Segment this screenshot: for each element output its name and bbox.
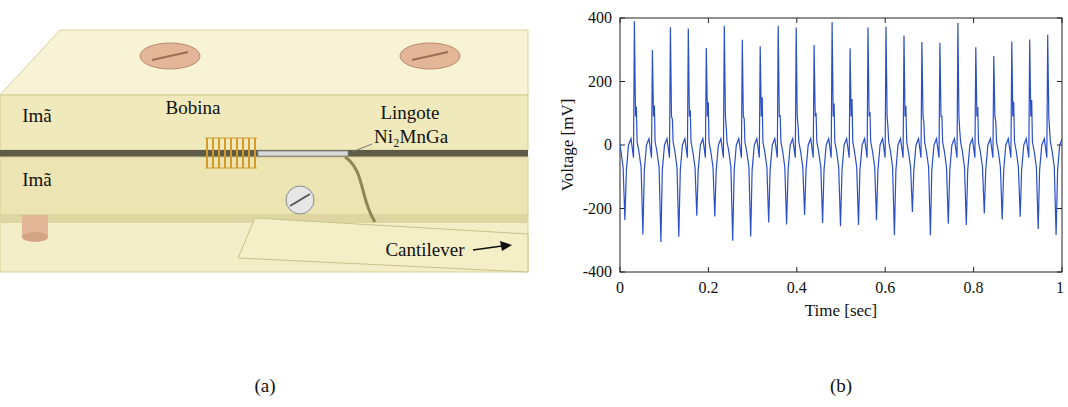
tick-label: 0.4 (787, 279, 807, 297)
part-label: Imã (22, 170, 52, 191)
air-gap (0, 150, 528, 157)
part-label: Ni₂MnGa (374, 127, 448, 148)
part-label: Imã (22, 106, 52, 127)
base-plate (0, 215, 528, 272)
tick-mark (885, 267, 886, 272)
tick-mark (1062, 267, 1063, 272)
screw-head (400, 43, 460, 69)
tick-label: 400 (588, 9, 612, 27)
tick-mark (620, 81, 625, 82)
tick-mark (620, 272, 625, 273)
tick-mark (796, 18, 797, 23)
tick-mark (708, 267, 709, 272)
tick-mark (1057, 208, 1062, 209)
tick-mark (1057, 81, 1062, 82)
screw-slot (152, 52, 188, 60)
coil (205, 138, 257, 168)
tick-label: -400 (583, 263, 612, 281)
tick-label: 200 (588, 73, 612, 91)
part-label: Cantilever (385, 240, 464, 261)
tick-mark (973, 267, 974, 272)
tick-label: -200 (583, 200, 612, 218)
tick-mark (1057, 272, 1062, 273)
tick-label: 0.6 (875, 279, 895, 297)
tick-mark (708, 18, 709, 23)
cantilever-beam (238, 218, 528, 272)
tick-mark (620, 145, 625, 146)
peg (22, 232, 48, 242)
tick-label: 0.2 (698, 279, 718, 297)
screw-slot (290, 194, 310, 206)
magnet-top-front (0, 95, 528, 150)
tick-label: 1 (1056, 279, 1064, 297)
tick-mark (1062, 18, 1063, 23)
arrow-line (473, 246, 502, 250)
tick-mark (796, 267, 797, 272)
axis-title: Time [sec] (805, 302, 878, 321)
tick-label: 0 (616, 279, 624, 297)
screw-slot (412, 52, 448, 60)
subfigure-label: (a) (254, 376, 275, 397)
bracket (345, 157, 375, 222)
tick-mark (885, 18, 886, 23)
axis-title: Voltage [mV] (559, 99, 578, 192)
voltage-trace (620, 21, 1062, 242)
tick-mark (1057, 18, 1062, 19)
screw-head (140, 43, 200, 69)
tick-label: 0.8 (964, 279, 984, 297)
leader-line (352, 144, 372, 152)
clamp-screw (286, 186, 314, 214)
part-label: Bobina (166, 98, 221, 119)
part-label: Lingote (380, 103, 439, 124)
magnet-top-face (0, 30, 528, 95)
ingot (258, 151, 348, 156)
tick-label: 0 (604, 136, 612, 154)
subfigure-label: (b) (830, 376, 852, 397)
tick-mark (973, 18, 974, 23)
tick-mark (620, 18, 625, 19)
tick-mark (620, 267, 621, 272)
arrow-head (500, 241, 512, 251)
magnet-bottom-front (0, 157, 528, 215)
tick-mark (620, 18, 621, 23)
